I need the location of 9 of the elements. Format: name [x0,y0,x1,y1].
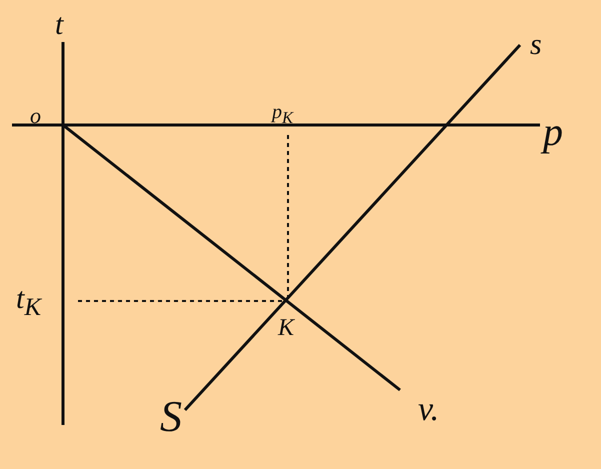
axis-label: K [278,316,294,340]
axis-label: o [30,105,41,127]
axis-label: t$_{K}$ [16,284,42,320]
axis-label: p [543,112,563,152]
axis-label: v. [418,393,440,427]
axis-label: S [160,395,182,439]
axis-label: t [55,10,64,40]
axis-label: s [530,30,542,60]
axis-label: p$_{K}$ [272,102,294,127]
